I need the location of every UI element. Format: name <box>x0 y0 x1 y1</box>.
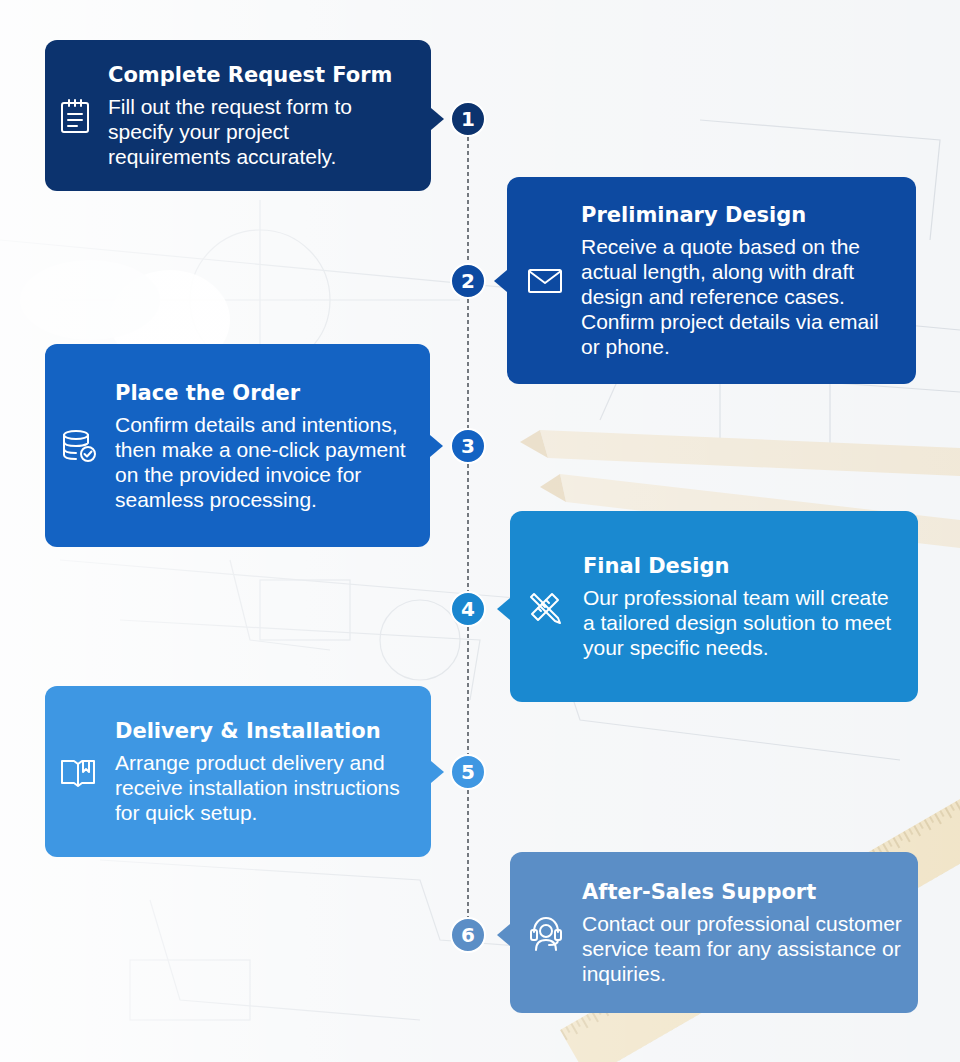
step-description: Fill out the request form to specify you… <box>108 94 417 169</box>
step-number-circle: 6 <box>450 917 486 953</box>
payment-icon <box>60 427 98 465</box>
form-icon <box>56 97 94 135</box>
step-title: Final Design <box>583 553 904 580</box>
dashed-timeline <box>467 137 469 263</box>
step-box: Delivery & InstallationArrange product d… <box>45 686 431 857</box>
step-number-circle: 2 <box>450 263 486 299</box>
step-box: After-Sales SupportContact our professio… <box>510 852 918 1013</box>
step-number: 5 <box>461 762 475 782</box>
step-title: Place the Order <box>115 380 416 407</box>
step-number: 2 <box>461 271 475 291</box>
step-description: Receive a quote based on the actual leng… <box>581 234 902 359</box>
step-number: 3 <box>461 436 475 456</box>
step-description: Arrange product delivery and receive ins… <box>115 750 417 825</box>
step-number-circle: 1 <box>450 101 486 137</box>
step-number: 4 <box>461 599 475 619</box>
step-number-circle: 3 <box>450 428 486 464</box>
step-number-circle: 5 <box>450 754 486 790</box>
dashed-timeline <box>467 464 469 591</box>
dashed-timeline <box>467 790 469 917</box>
step-number-circle: 4 <box>450 591 486 627</box>
step-title: Delivery & Installation <box>115 718 417 745</box>
delivery-icon <box>59 753 97 791</box>
step-box: Final DesignOur professional team will c… <box>510 511 918 702</box>
step-number: 1 <box>461 109 475 129</box>
step-box: Preliminary DesignReceive a quote based … <box>507 177 916 384</box>
step-title: Preliminary Design <box>581 202 902 229</box>
step-description: Our professional team will create a tail… <box>583 585 904 660</box>
step-description: Confirm details and intentions, then mak… <box>115 412 416 512</box>
envelope-icon <box>526 262 564 300</box>
dashed-timeline <box>467 627 469 754</box>
step-title: Complete Request Form <box>108 62 417 89</box>
step-title: After-Sales Support <box>582 879 904 906</box>
design-icon <box>526 588 564 626</box>
step-number: 6 <box>461 925 475 945</box>
support-icon <box>527 914 565 952</box>
step-box: Place the OrderConfirm details and inten… <box>45 344 430 547</box>
step-description: Contact our professional customer servic… <box>582 911 904 986</box>
dashed-timeline <box>467 299 469 428</box>
step-box: Complete Request FormFill out the reques… <box>45 40 431 191</box>
